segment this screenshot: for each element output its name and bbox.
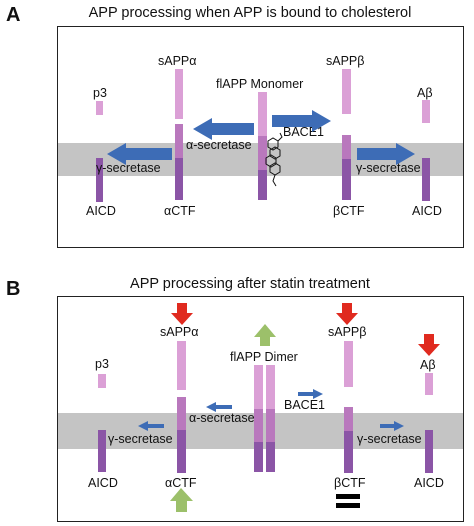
panel-b-dimer-right-membrane [266,409,275,442]
bctf-unchanged-equal-sign-icon [336,494,360,508]
cholesterol-molecule-icon [265,132,283,187]
panel-a-aicd-right-label: AICD [412,204,442,218]
panel-a-bctf-lower [342,159,351,200]
panel-b-sappa-label: sAPPα [160,325,199,339]
panel-b-aicd-right-label: AICD [414,476,444,490]
panel-b-gamma-secretase-right-label: γ-secretase [357,432,422,446]
panel-a-bctf-label: βCTF [333,204,365,218]
panel-a-actf-label: αCTF [164,204,196,218]
panel-b-bace1-label: BACE1 [284,398,325,412]
panel-a-abeta-label: Aβ [417,86,433,100]
panel-b-gamma-secretase-left-arrow [138,421,164,431]
panel-a-flapp-label: flAPP Monomer [216,77,304,91]
panel-a-gamma-secretase-left-label: γ-secretase [96,161,161,175]
panel-a-gamma-secretase-right-arrow [357,143,415,165]
panel-a-p3-fragment [96,101,103,115]
panel-b-aicd-left-fragment [98,430,106,472]
panel-b-aicd-left-label: AICD [88,476,118,490]
panel-a-gamma-secretase-left-arrow [107,143,172,165]
panel-a-alpha-secretase-arrow [193,118,254,140]
panel-b-dimer-right-intracellular [266,442,275,472]
panel-b-gamma-secretase-right-arrow [380,421,404,431]
panel-a-p3-label: p3 [93,86,107,100]
sappb-decrease-red-down-arrow-icon [336,303,358,325]
panel-a-sappa-label: sAPPα [158,54,197,68]
panel-a-actf-upper [175,124,183,158]
panel-b-sappb-fragment [344,341,353,387]
panel-a-aicd-left-label: AICD [86,204,116,218]
panel-b-actf-lower [177,430,186,473]
panel-b-bctf-upper [344,407,353,431]
panel-a-bace1-arrow [272,110,331,132]
dimer-increase-green-up-arrow-icon [254,324,276,346]
actf-increase-green-up-arrow-icon [170,488,193,512]
panel-a-title: APP processing when APP is bound to chol… [88,5,412,21]
panel-b-flapp-label: flAPP Dimer [230,350,298,364]
panel-b-gamma-secretase-left-label: γ-secretase [108,432,173,446]
sappa-decrease-red-down-arrow-icon [171,303,193,325]
panel-b-alpha-secretase-arrow [206,402,232,412]
panel-a-flapp-membrane [258,136,267,170]
panel-b-bace1-arrow [298,389,323,399]
panel-a-abeta-fragment [422,100,430,123]
panel-b-alpha-secretase-label: α-secretase [189,411,255,425]
panel-a-letter: A [6,4,21,26]
panel-a-aicd-right-fragment [422,158,430,201]
panel-b-dimer-left-membrane [254,409,263,442]
panel-a-sappa-fragment [175,69,183,119]
panel-b-p3-label: p3 [95,357,109,371]
panel-b-sappb-label: sAPPβ [328,325,367,339]
panel-a-sappb-label: sAPPβ [326,54,365,68]
panel-b-dimer-right-extracellular [266,365,275,409]
panel-a-actf-lower [175,158,183,200]
panel-b-bctf-label: βCTF [334,476,366,490]
panel-a-sappb-fragment [342,69,351,114]
abeta-decrease-red-down-arrow-icon [418,334,440,356]
panel-b-letter: B [6,278,21,300]
panel-a-bctf-upper [342,135,351,159]
panel-a-gamma-secretase-right-label: γ-secretase [356,161,421,175]
panel-b-dimer-left-intracellular [254,442,263,472]
panel-b-aicd-right-fragment [425,430,433,473]
panel-b-title: APP processing after statin treatment [130,276,370,292]
panel-b-p3-fragment [98,374,106,388]
panel-b-abeta-label: Aβ [420,358,436,372]
panel-a-flapp-extracellular [258,92,267,136]
panel-b-abeta-fragment [425,373,433,395]
panel-b-sappa-fragment [177,341,186,390]
panel-b-actf-upper [177,397,186,430]
panel-b-bctf-lower [344,431,353,473]
panel-a-alpha-secretase-label: α-secretase [186,138,252,152]
panel-b-dimer-left-extracellular [254,365,263,409]
panel-a-aicd-left-fragment [96,158,103,202]
panel-a-flapp-intracellular [258,170,267,200]
panel-b-actf-label: αCTF [165,476,197,490]
